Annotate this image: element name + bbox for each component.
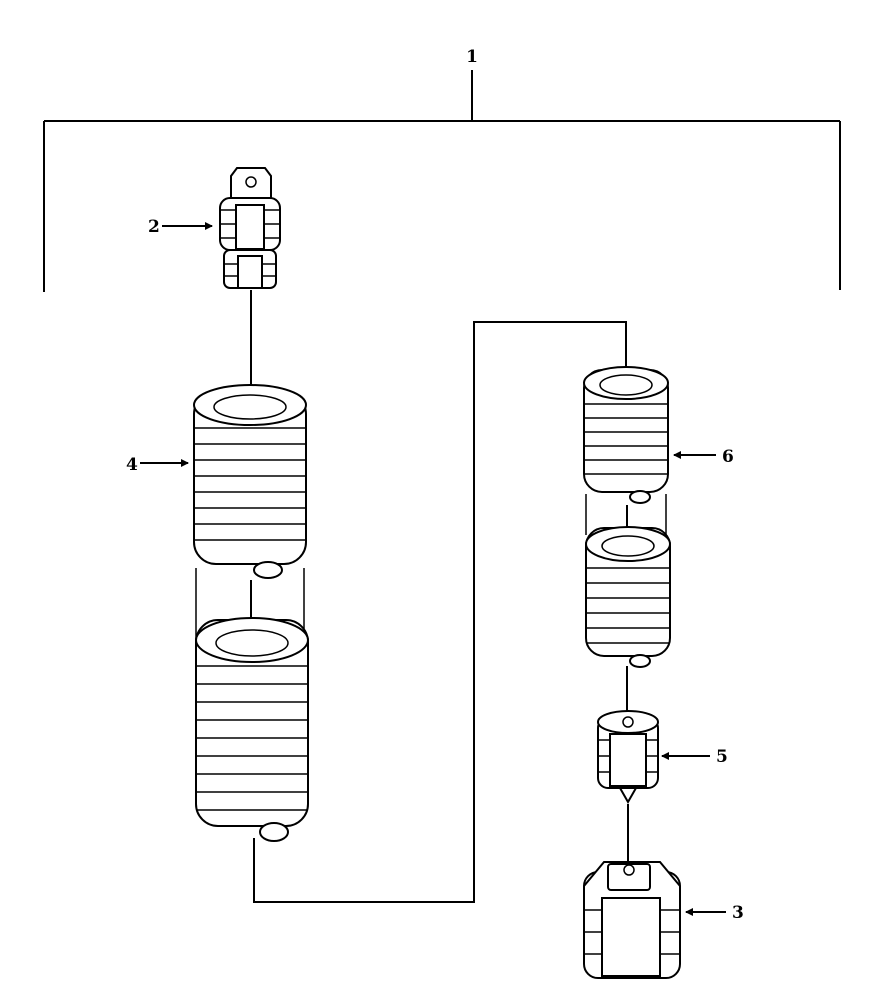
callout-5: 5 [716,747,728,767]
plug-part [597,710,659,805]
callout-6: 6 [722,447,734,467]
callout-3: 3 [732,903,744,923]
callout-4: 4 [126,455,138,475]
spring-small-lower [585,526,671,668]
callout-1: 1 [466,47,478,67]
spring-small-upper [583,366,669,504]
assembly-bracket [43,70,841,292]
fitting-top-part [219,167,281,289]
fitting-bottom-part [583,861,681,979]
callout-2: 2 [148,217,160,237]
spring-large-upper [193,384,307,579]
spring-large-lower [195,617,309,842]
connection-path [253,321,627,903]
